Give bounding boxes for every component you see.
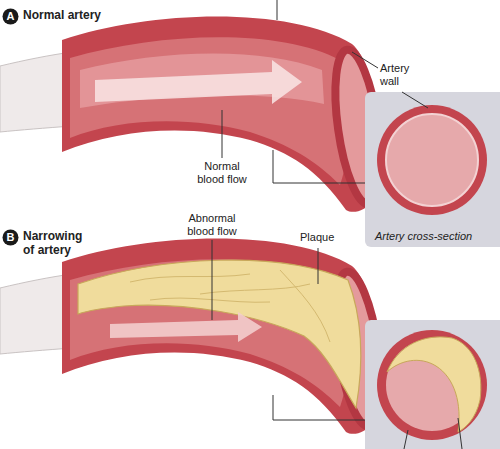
artery-wall [62,17,378,212]
inner-sleeve [0,52,72,132]
inner-sleeve [0,274,72,354]
cross-section-lumen [386,339,478,431]
leader-line [277,0,278,20]
plaque [78,260,361,408]
cross-section-wall [377,330,487,440]
artery-lumen [70,37,349,185]
bracket-line [273,395,365,420]
part-label: Plaque [300,231,350,244]
panel-title: Narrowing of artery [23,230,93,258]
lumen-highlight [80,53,324,108]
leader-line [352,52,378,68]
cross-section-lumen [386,114,478,206]
leader-line [404,430,408,449]
leader-lines [212,0,462,449]
cross-section-edge [386,114,478,206]
part-label: Artery wall [380,62,420,87]
blood-flow-arrow [95,60,302,104]
cross-section-inset: Artery cross-section [365,92,500,247]
inset-box [365,320,500,449]
node-text: A [2,8,19,25]
cross-section-plaque [387,337,481,432]
node-text: B [2,229,19,246]
narrowed-artery [0,239,389,434]
normal-artery [0,17,389,212]
flow-label: Abnormal blood flow [181,212,243,237]
letter-circle-shape [3,230,19,246]
bracket-line [273,150,365,183]
blood-flow-arrow [110,312,262,342]
panel-letter: A [2,8,19,25]
panel-title: Normal artery [23,9,153,23]
cross-section-wall [377,105,487,215]
flow-label: Normal blood flow [191,160,253,185]
leader-line [402,92,428,108]
leader-line [458,418,462,449]
leader-line [212,240,213,320]
leader-line [318,248,319,284]
artery-wall [62,239,378,434]
leader-line [222,110,223,158]
node-text: Artery cross-section [375,230,499,242]
letter-circle-shape [3,9,19,25]
panel-letter: B [2,229,19,246]
